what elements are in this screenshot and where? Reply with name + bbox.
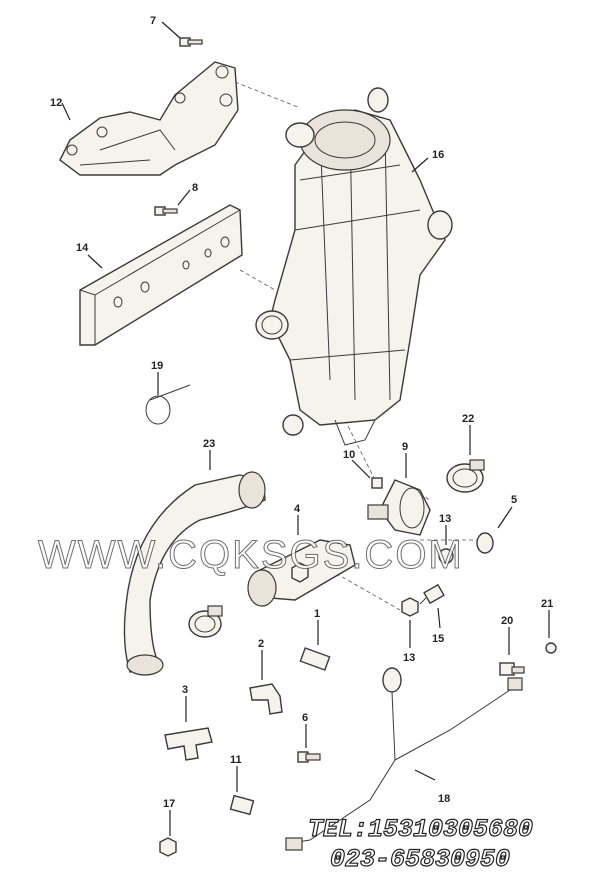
hose-clamp-22-lower (188, 605, 223, 638)
callout-4: 4 (294, 503, 301, 515)
watermark-site: WWW.CQKSGS.COM (38, 533, 464, 577)
fitting-11 (229, 794, 255, 816)
callout-2: 2 (258, 638, 264, 650)
bracket-9 (367, 479, 431, 536)
callout-1: 1 (314, 608, 320, 620)
plug-21 (545, 642, 557, 654)
wire-harness-18 (285, 667, 523, 851)
fitting-13-lower (401, 597, 419, 617)
callout-23: 23 (203, 438, 215, 450)
callout-14: 14 (76, 242, 89, 254)
fitting-13-upper (438, 548, 454, 564)
fitting-1 (299, 647, 331, 671)
callout-8: 8 (192, 182, 198, 194)
bolt-7 (179, 37, 203, 47)
callout-22-upper: 22 (462, 413, 474, 425)
connector-tube-4 (247, 539, 356, 607)
sensor-15 (419, 583, 445, 605)
bolt-6 (297, 751, 321, 763)
bolt-8 (154, 206, 178, 216)
callout-5: 5 (511, 494, 517, 506)
callout-21: 21 (541, 598, 553, 610)
plug-5 (476, 532, 494, 554)
callout-18: 18 (438, 793, 450, 805)
callout-9: 9 (402, 441, 408, 453)
callout-10: 10 (343, 449, 355, 461)
bracket-12 (59, 61, 239, 176)
callout-13-upper: 13 (439, 513, 451, 525)
hose-clamp-22-upper (446, 459, 485, 493)
watermark-phone: 023-65830950 (330, 845, 510, 874)
callout-arrows (61, 21, 550, 836)
watermark-tel: TEL:15310305680 (308, 815, 533, 844)
bolt-10 (371, 477, 383, 489)
callout-13-lower: 13 (403, 652, 415, 664)
callout-20: 20 (501, 615, 513, 627)
callout-15: 15 (432, 633, 444, 645)
charge-air-cooler-16 (255, 87, 453, 446)
callout-7: 7 (150, 15, 156, 27)
callout-11: 11 (230, 754, 242, 766)
nut-17 (159, 837, 177, 857)
callout-19: 19 (151, 360, 163, 372)
callout-17: 17 (163, 798, 175, 810)
tee-fitting-3 (164, 727, 213, 761)
mounting-plate-14 (79, 204, 243, 346)
hose-23 (123, 471, 266, 676)
callout-6: 6 (302, 712, 308, 724)
cable-tie-19 (145, 384, 191, 425)
callout-12: 12 (50, 97, 62, 109)
elbow-2 (249, 683, 283, 715)
fitting-20 (499, 662, 525, 676)
callout-labels: 7 12 8 16 14 19 23 10 9 22 4 13 5 21 1 1… (50, 15, 553, 810)
callout-16: 16 (432, 149, 444, 161)
callout-3: 3 (182, 684, 188, 696)
